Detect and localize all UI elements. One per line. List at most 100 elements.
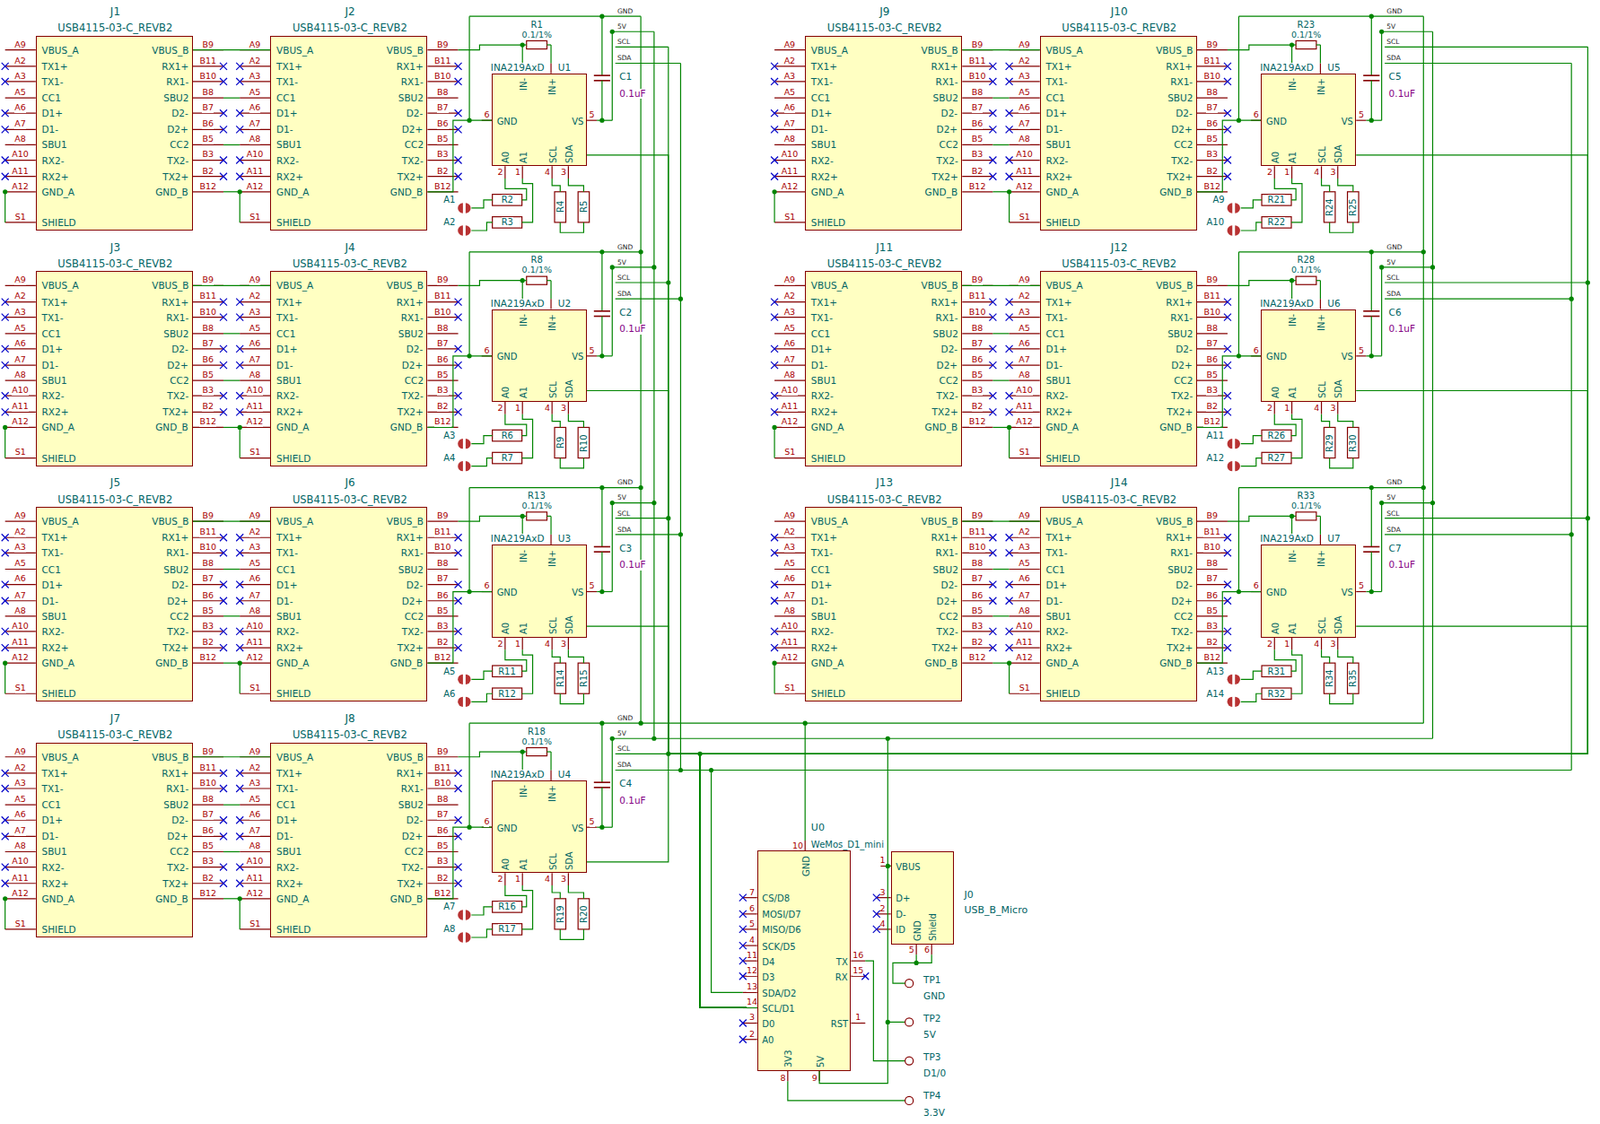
- pin-line: [804, 840, 806, 851]
- wire: [559, 929, 584, 940]
- junction-dot: [678, 768, 683, 773]
- pin-line: [192, 663, 224, 665]
- pin-number: B3: [1206, 621, 1218, 631]
- reference: R5: [578, 201, 589, 213]
- wire: [1238, 251, 1424, 253]
- pin-name: IN-: [1287, 550, 1298, 563]
- junction-dot: [599, 721, 604, 726]
- part-value: USB4115-03-C_REVB2: [1061, 22, 1177, 35]
- wire: [1371, 551, 1373, 592]
- wire: [223, 568, 240, 570]
- pin-name: RX2+: [276, 172, 304, 184]
- net-label: 5V: [617, 494, 627, 502]
- pin-number: B7: [437, 574, 449, 584]
- no-connect-mark: [219, 597, 228, 605]
- pin-name: VBUS_A: [276, 516, 314, 528]
- pin-name: SBU2: [933, 329, 959, 341]
- wire: [458, 751, 524, 758]
- pin-number: B5: [201, 134, 214, 144]
- no-connect-mark: [1, 581, 9, 589]
- pin-line: [5, 191, 36, 193]
- pin-line: [239, 80, 271, 82]
- pin-line: [192, 65, 224, 67]
- pin-name: IN+: [1316, 550, 1327, 568]
- wire: [559, 693, 584, 704]
- no-connect-mark: [770, 533, 779, 542]
- solder-jumper: [1234, 461, 1241, 472]
- no-connect-mark: [988, 408, 997, 416]
- pin-line: [550, 534, 551, 545]
- pin-name: D1-: [811, 124, 829, 136]
- pin-name: D1+: [1045, 108, 1067, 120]
- no-connect-mark: [1, 785, 9, 793]
- pin-name: SBU2: [398, 565, 424, 577]
- pin-name: D1+: [276, 815, 298, 827]
- pin-line: [961, 552, 993, 554]
- wire: [1238, 252, 1240, 357]
- pin-name: D1+: [41, 815, 63, 827]
- net-label: 5V: [617, 23, 627, 31]
- wire: [654, 738, 1434, 740]
- wire-connector: [586, 753, 758, 1008]
- wire: [522, 649, 534, 694]
- pin-number: A12: [11, 889, 29, 899]
- pin-number: B11: [199, 291, 217, 301]
- net-label: SCL: [1386, 38, 1399, 46]
- pin-name: D+: [895, 893, 910, 904]
- pin-number: B7: [971, 103, 984, 113]
- pin-line: [427, 820, 458, 822]
- no-connect-mark: [219, 173, 228, 181]
- pin-line: [550, 770, 551, 781]
- wire: [551, 649, 560, 664]
- pin-name: GND_B: [390, 187, 424, 199]
- no-connect-mark: [219, 62, 228, 70]
- wire: [615, 298, 682, 300]
- jumper-label: A5: [443, 666, 455, 677]
- pin-name: RX1+: [931, 61, 959, 73]
- pin-line: [961, 97, 993, 99]
- part-value: 0.1/1%: [1291, 501, 1321, 511]
- pin-line: [774, 630, 805, 632]
- pin-name: RX2+: [1045, 643, 1073, 655]
- no-connect-mark: [1, 62, 9, 70]
- no-connect-mark: [1005, 597, 1014, 605]
- pin-name: RX1+: [931, 533, 959, 544]
- pin-line: [1197, 113, 1228, 114]
- wire: [223, 427, 240, 429]
- no-connect-mark: [770, 78, 779, 86]
- capacitor-symbol: [1363, 74, 1380, 77]
- pin-name: RX2+: [811, 172, 839, 184]
- pin-line: [743, 1022, 758, 1024]
- pin-number: A7: [784, 355, 796, 365]
- solder-jumper: [465, 697, 472, 708]
- pin-name: D1+: [41, 344, 63, 356]
- pin-name: SCL: [1317, 382, 1328, 400]
- pin-line: [774, 175, 805, 177]
- no-connect-mark: [1005, 298, 1014, 307]
- pin-line: [239, 584, 271, 586]
- pin-number: A7: [784, 591, 796, 601]
- no-connect-mark: [988, 549, 997, 557]
- resistor-symbol: [554, 899, 567, 930]
- wire: [1291, 515, 1293, 534]
- no-connect-mark: [219, 832, 228, 840]
- pin-number: A7: [784, 119, 796, 129]
- no-connect-mark: [1005, 533, 1014, 542]
- resistor-symbol: [554, 663, 567, 694]
- junction-dot: [771, 189, 777, 194]
- no-connect-mark: [1, 769, 9, 778]
- no-connect-mark: [988, 298, 997, 307]
- pin-name: RX1-: [401, 77, 424, 88]
- pin-number: A12: [1015, 653, 1033, 663]
- pin-number: B8: [971, 323, 984, 333]
- pin-name: SBU1: [1045, 612, 1071, 623]
- pin-line: [427, 80, 458, 82]
- resistor-symbol: [492, 217, 523, 229]
- no-connect-mark: [1005, 581, 1014, 589]
- pin-line: [743, 945, 758, 947]
- jumper-label: A4: [443, 453, 455, 464]
- pin-number: 2: [1267, 403, 1273, 413]
- wire: [615, 753, 669, 755]
- wire: [1291, 178, 1303, 223]
- solder-jumper: [465, 461, 472, 472]
